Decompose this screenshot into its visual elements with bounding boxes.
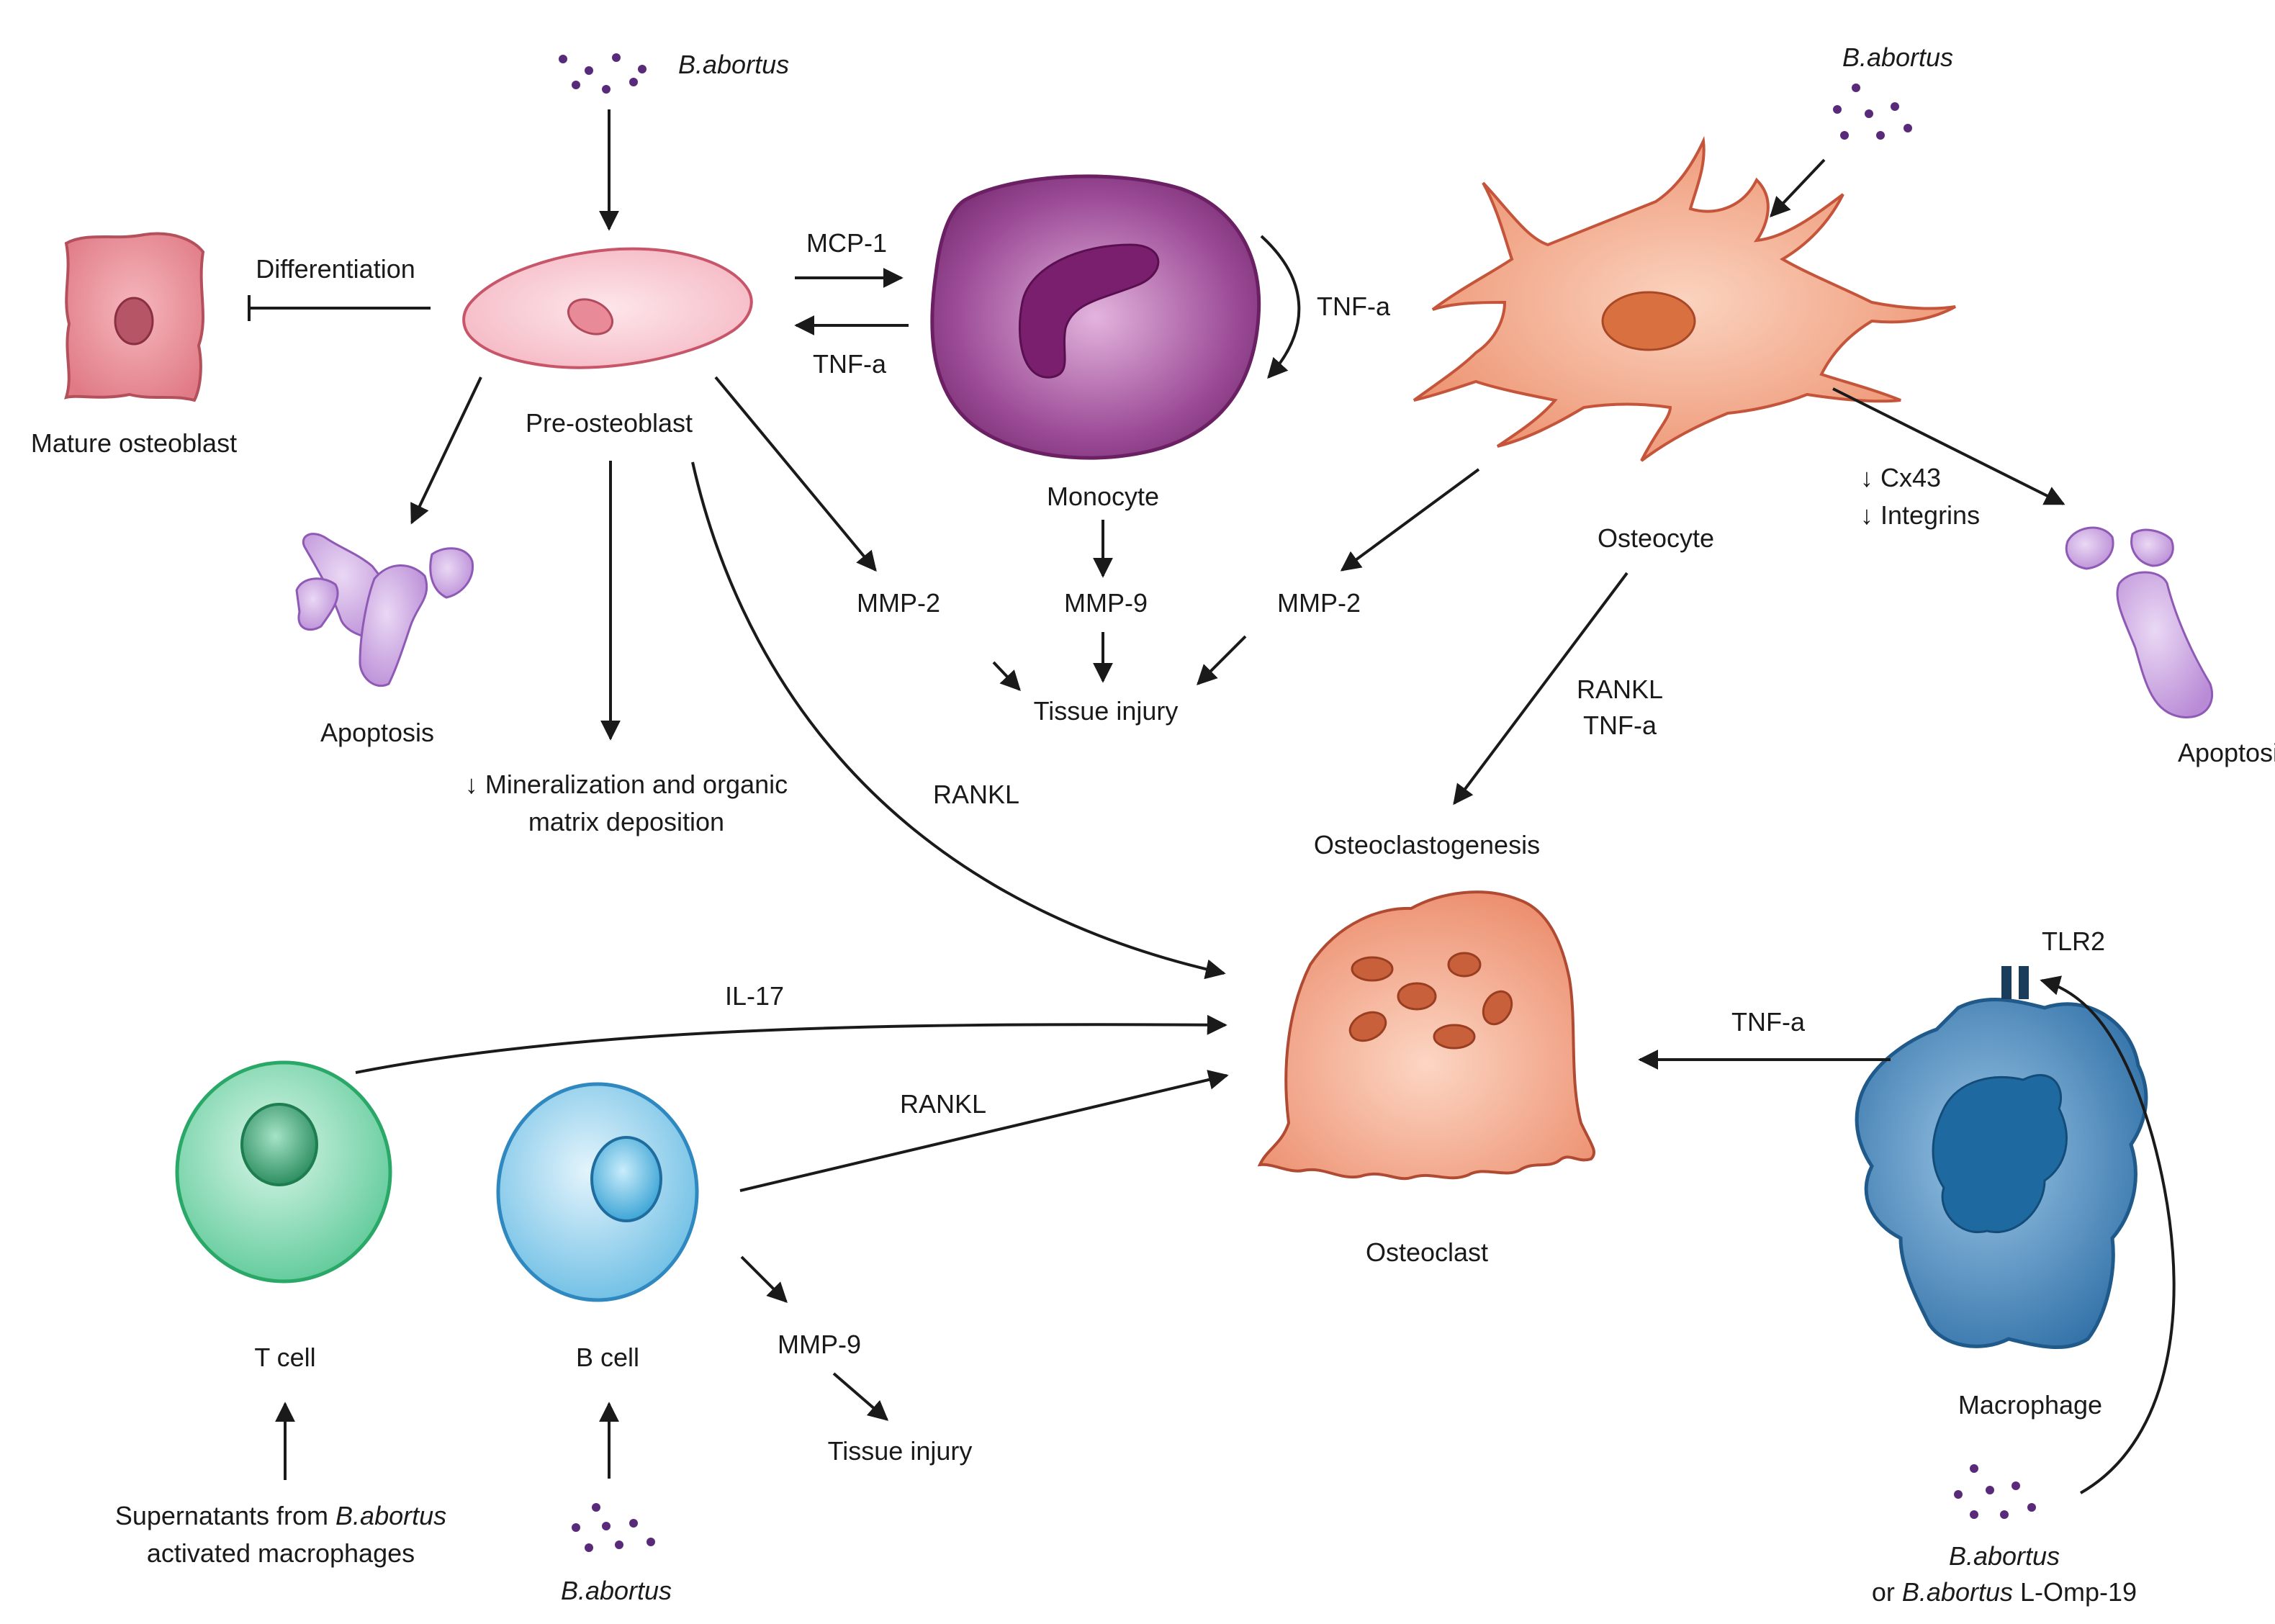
- label-supernatants-line1: Supernatants from B.abortus: [115, 1501, 446, 1530]
- arrow-b-cell-to-mmp9: [740, 1255, 788, 1303]
- arrow-tnfa-autocrine: [1260, 235, 1301, 379]
- arrow-mmp2r-to-tissue-injury: [1197, 635, 1247, 685]
- label-apoptosis-left: Apoptosis: [320, 718, 434, 747]
- b-cell: [496, 1082, 699, 1302]
- arrow-to-apoptosis-right: [1832, 387, 2065, 505]
- label-supernatants-line2: activated macrophages: [147, 1538, 415, 1568]
- apoptosis-bodies-left: [295, 533, 474, 687]
- label-tnfa-osteocyte: TNF-a: [1583, 710, 1657, 740]
- label-mmp2-right: MMP-2: [1277, 588, 1361, 618]
- arrow-bacteria-to-osteocyte: [1770, 158, 1826, 218]
- label-osteoclast: Osteoclast: [1366, 1237, 1488, 1267]
- arrow-il17: [355, 1014, 1227, 1074]
- bacteria-cluster-macrophage: [1954, 1464, 2036, 1519]
- label-il17: IL-17: [725, 981, 784, 1011]
- label-osteoclastogenesis: Osteoclastogenesis: [1314, 830, 1540, 860]
- arrow-osteocyte-to-mmp2: [1340, 468, 1480, 572]
- label-rankl-b-cell: RANKL: [900, 1089, 986, 1119]
- bacteria-cluster-top: [559, 53, 647, 94]
- label-tissue-injury-center: Tissue injury: [1034, 696, 1179, 726]
- label-t-cell: T cell: [254, 1343, 315, 1372]
- label-rankl-osteocyte: RANKL: [1577, 675, 1663, 704]
- label-b-abortus-macrophage: B.abortus: [1949, 1541, 2060, 1571]
- label-tnfa-macrophage: TNF-a: [1731, 1007, 1806, 1037]
- label-osteocyte: Osteocyte: [1598, 523, 1714, 553]
- label-mcp1: MCP-1: [806, 228, 887, 258]
- label-mmp2-left: MMP-2: [857, 588, 940, 618]
- bacteria-cluster-b-cell: [572, 1503, 655, 1552]
- label-differentiation: Differentiation: [256, 254, 415, 284]
- label-apoptosis-right: Apoptosis: [2178, 738, 2275, 767]
- osteoclast-cell: [1257, 890, 1595, 1181]
- label-mmp9-bottom: MMP-9: [778, 1330, 861, 1359]
- label-rankl-pre-osteoblast: RANKL: [933, 780, 1019, 809]
- macrophage-cell: [1855, 966, 2148, 1349]
- label-pre-osteoblast: Pre-osteoblast: [526, 408, 693, 438]
- osteocyte-cell: [1413, 135, 1956, 462]
- arrow-mmp2-to-tissue-injury: [992, 661, 1021, 692]
- label-mineralization-line1: ↓ Mineralization and organic: [465, 770, 788, 799]
- bacteria-cluster-osteocyte: [1833, 84, 1912, 140]
- label-b-abortus-bottom: B.abortus: [561, 1576, 672, 1605]
- label-macrophage: Macrophage: [1958, 1390, 2102, 1420]
- label-tissue-injury-bottom: Tissue injury: [828, 1436, 973, 1466]
- pre-osteoblast-cell: [462, 247, 753, 369]
- label-tnfa-monocyte: TNF-a: [813, 349, 887, 379]
- arrow-bacteria-to-tlr2: [2040, 975, 2176, 1494]
- label-tlr2: TLR2: [2042, 926, 2105, 956]
- mature-osteoblast-cell: [64, 232, 205, 402]
- tlr2-receptor: [2001, 966, 2012, 999]
- label-b-abortus-top: B.abortus: [678, 50, 789, 79]
- arrow-mmp9-to-tissue-injury-bottom: [832, 1372, 889, 1421]
- label-cx43: ↓ Cx43: [1860, 463, 1941, 492]
- arrow-rankl-b-cell: [739, 1070, 1229, 1192]
- label-b-abortus-l-omp19: or B.abortus L-Omp-19: [1872, 1577, 2137, 1607]
- label-b-abortus-osteocyte: B.abortus: [1842, 42, 1953, 72]
- label-monocyte: Monocyte: [1047, 482, 1159, 511]
- arrow-rankl-pre-osteoblast: [691, 461, 1226, 980]
- label-mmp9-center: MMP-9: [1064, 588, 1148, 618]
- t-cell: [175, 1060, 392, 1284]
- arrow-to-mmp2-left: [714, 376, 877, 572]
- label-integrins: ↓ Integrins: [1860, 500, 1980, 530]
- label-tnfa-autocrine: TNF-a: [1317, 292, 1391, 321]
- arrow-osteocyte-to-osteoclastogenesis: [1453, 572, 1628, 806]
- label-mature-osteoblast: Mature osteoblast: [31, 428, 237, 458]
- label-mineralization-line2: matrix deposition: [528, 807, 724, 836]
- arrow-to-apoptosis-left: [410, 376, 482, 525]
- monocyte-cell: [930, 174, 1261, 460]
- apoptosis-bodies-right: [2065, 526, 2214, 718]
- label-b-cell: B cell: [576, 1343, 639, 1372]
